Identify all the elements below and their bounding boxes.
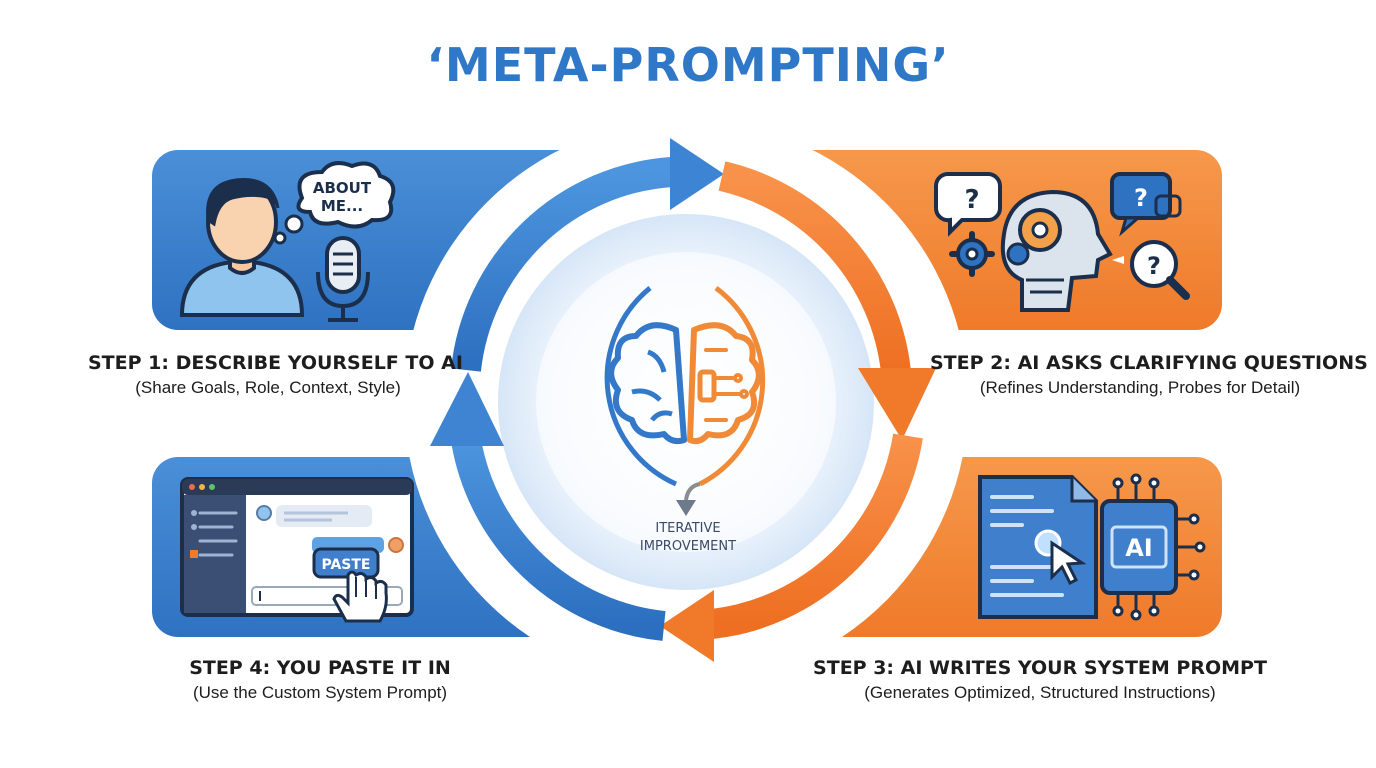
cursor-icon bbox=[1050, 540, 1087, 586]
ai-chip-icon: AI bbox=[1100, 473, 1206, 621]
svg-text:?: ? bbox=[964, 185, 979, 215]
step-3-text: STEP 3: AI WRITES YOUR SYSTEM PROMPT (Ge… bbox=[810, 657, 1270, 703]
iterative-loop-arrow bbox=[604, 285, 766, 516]
svg-text:?: ? bbox=[1134, 184, 1148, 212]
step-4-text: STEP 4: YOU PASTE IT IN (Use the Custom … bbox=[140, 657, 500, 703]
chat-question-icon: ? bbox=[1110, 172, 1182, 237]
center-label-line2: IMPROVEMENT bbox=[639, 539, 737, 554]
question-bubble-icon: ? bbox=[933, 172, 1002, 237]
hand-pointer-icon bbox=[332, 570, 388, 623]
bubble-text-line1: ABOUT bbox=[313, 179, 372, 197]
svg-text:?: ? bbox=[1147, 252, 1161, 280]
bubble-text-line2: ME... bbox=[321, 197, 363, 215]
ai-chip-label: AI bbox=[1125, 534, 1153, 562]
brain-icon bbox=[608, 322, 762, 445]
cycle-arrow-top bbox=[451, 138, 724, 372]
center-label-line1: ITERATIVE bbox=[655, 521, 721, 536]
iterative-improvement-label: ITERATIVE IMPROVEMENT bbox=[588, 520, 788, 556]
page-title: ‘META-PROMPTING’ bbox=[426, 38, 950, 92]
cycle-arrow-right bbox=[718, 161, 936, 440]
cycle-arrow-bottom bbox=[660, 433, 923, 662]
step-2-heading: STEP 2: AI ASKS CLARIFYING QUESTIONS bbox=[930, 352, 1368, 374]
step-1-text: STEP 1: DESCRIBE YOURSELF TO AI (Share G… bbox=[88, 352, 463, 398]
paste-button-label: PASTE bbox=[321, 557, 370, 573]
step-3-heading: STEP 3: AI WRITES YOUR SYSTEM PROMPT bbox=[813, 657, 1267, 679]
cycle-arrow-left bbox=[430, 372, 666, 641]
thought-bubble-icon: ABOUT ME... bbox=[273, 161, 396, 245]
person-icon bbox=[179, 178, 305, 317]
step-4-subtext: (Use the Custom System Prompt) bbox=[192, 683, 448, 702]
step-1-subtext: (Share Goals, Role, Context, Style) bbox=[135, 378, 401, 397]
step-4-heading: STEP 4: YOU PASTE IT IN bbox=[189, 657, 451, 679]
step-2-text: STEP 2: AI ASKS CLARIFYING QUESTIONS (Re… bbox=[930, 352, 1368, 398]
magnifier-icon: ? bbox=[1112, 240, 1190, 300]
gear-icon bbox=[949, 231, 995, 277]
paste-button-icon: PASTE bbox=[312, 547, 380, 579]
robot-head-icon bbox=[1000, 189, 1113, 312]
step-1-heading: STEP 1: DESCRIBE YOURSELF TO AI bbox=[88, 352, 463, 374]
step-2-subtext: (Refines Understanding, Probes for Detai… bbox=[979, 378, 1301, 397]
document-icon bbox=[978, 475, 1098, 619]
step-3-subtext: (Generates Optimized, Structured Instruc… bbox=[864, 683, 1216, 702]
microphone-icon bbox=[316, 236, 370, 322]
